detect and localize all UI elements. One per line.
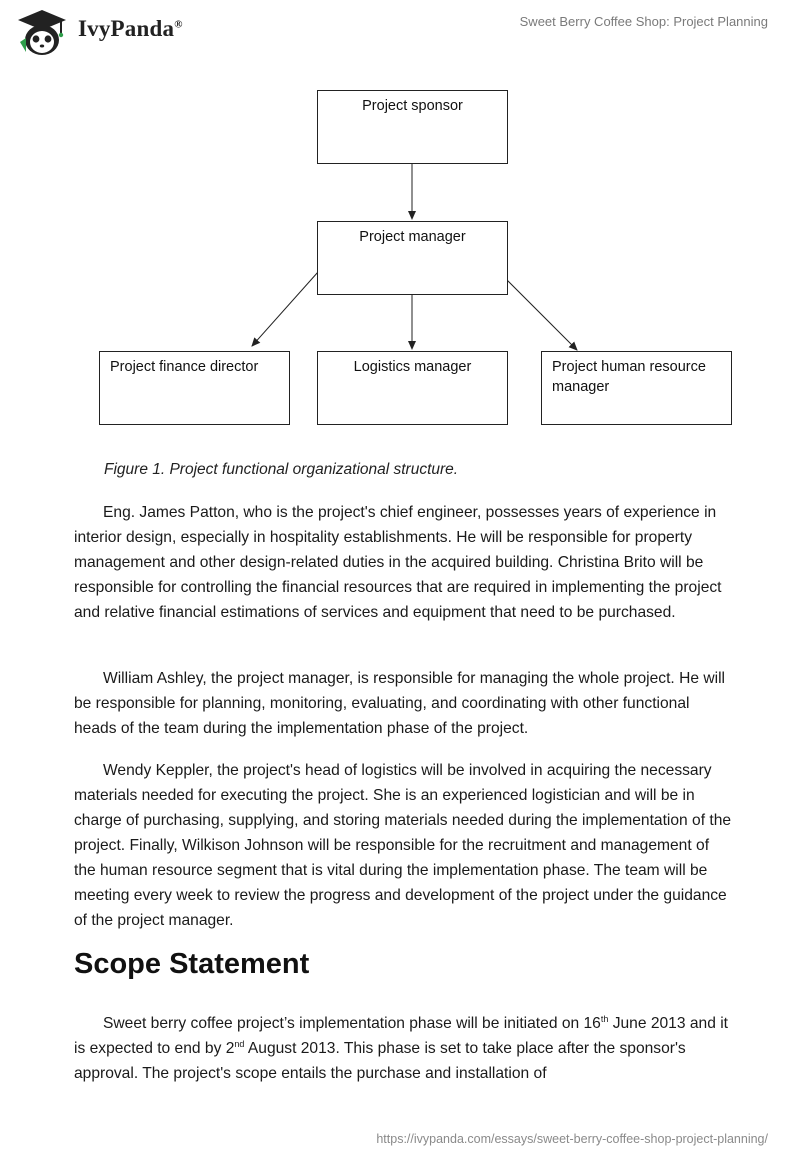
box-hr-manager: Project human resource manager xyxy=(541,351,732,425)
box-finance-director: Project finance director xyxy=(99,351,290,425)
panda-mascot-icon xyxy=(18,10,66,55)
ivypanda-logo[interactable]: IvyPanda® xyxy=(14,8,214,58)
paragraph-1: Eng. James Patton, who is the project's … xyxy=(74,504,722,621)
scope-sup-2: nd xyxy=(234,1038,245,1049)
section-heading: Scope Statement xyxy=(74,948,310,980)
document-title: Sweet Berry Coffee Shop: Project Plannin… xyxy=(519,14,768,29)
arrow-manager-to-hr xyxy=(506,279,578,351)
arrow-manager-to-finance xyxy=(251,271,319,347)
box-project-sponsor: Project sponsor xyxy=(317,90,508,164)
scope-paragraph: Sweet berry coffee project’s implementat… xyxy=(74,1011,734,1086)
scope-text-1: Sweet berry coffee project’s implementat… xyxy=(103,1015,601,1032)
org-chart: Project sponsor Project manager Project … xyxy=(0,80,800,440)
scope-sup-1: th xyxy=(600,1013,609,1024)
box-logistics-manager: Logistics manager xyxy=(317,351,508,425)
box-project-manager: Project manager xyxy=(317,221,508,295)
brand-name: IvyPanda® xyxy=(78,16,183,41)
paragraph-2: William Ashley, the project manager, is … xyxy=(74,670,726,737)
scope-text-3: August 2013. This phase is set to take p… xyxy=(74,1040,686,1082)
page-header: IvyPanda® Sweet Berry Coffee Shop: Proje… xyxy=(0,0,800,70)
org-chart-connectors xyxy=(251,163,578,351)
scope-text-2: June 2013 and it is expected to end by 2 xyxy=(74,1015,729,1057)
source-url-link[interactable]: https://ivypanda.com/essays/sweet-berry-… xyxy=(376,1132,768,1146)
paragraph-3: Wendy Keppler, the project's head of log… xyxy=(74,762,732,929)
figure-caption: Figure 1. Project functional organizatio… xyxy=(104,461,459,478)
